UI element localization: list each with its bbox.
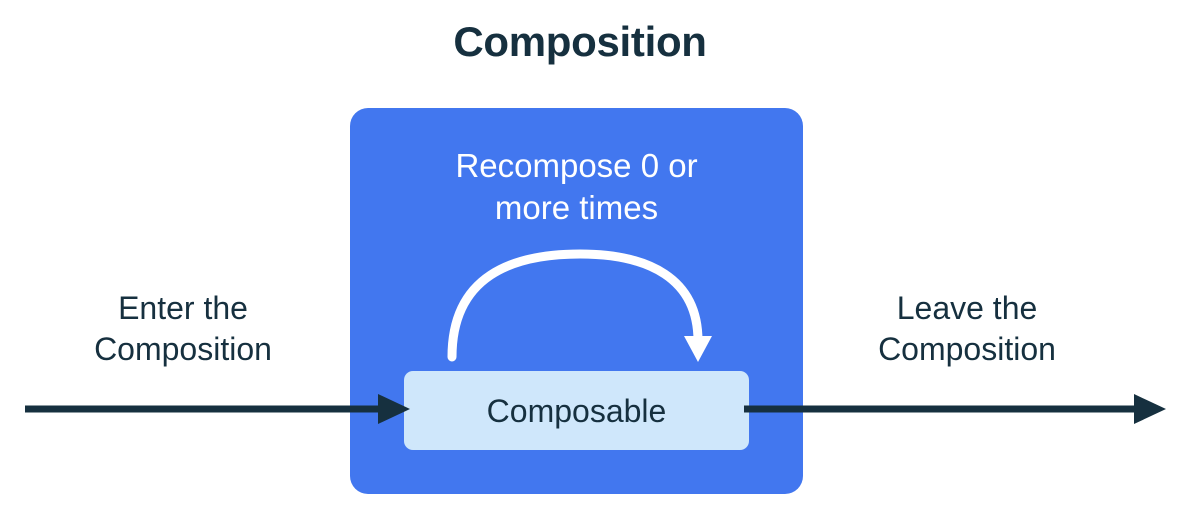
enter-composition-label: Enter the Composition xyxy=(43,288,323,369)
leave-label-line-2: Composition xyxy=(878,330,1056,367)
enter-label-line-2: Composition xyxy=(94,330,272,367)
leave-composition-label: Leave the Composition xyxy=(827,288,1107,369)
leave-label-line-1: Leave the xyxy=(896,290,1038,326)
composable-label: Composable xyxy=(486,392,667,429)
recompose-caption-line-2: more times xyxy=(494,189,659,227)
curved-loop-arrow-icon xyxy=(447,249,712,362)
leave-arrow-right-icon xyxy=(744,394,1166,424)
enter-arrow-right-icon xyxy=(25,394,410,424)
recompose-caption-line-1: Recompose 0 or xyxy=(455,147,698,184)
composable-box: Composable xyxy=(404,371,749,450)
enter-label-line-1: Enter the xyxy=(118,290,248,326)
recompose-caption: Recompose 0 or more times xyxy=(355,145,798,229)
page-title: Composition xyxy=(453,18,707,65)
